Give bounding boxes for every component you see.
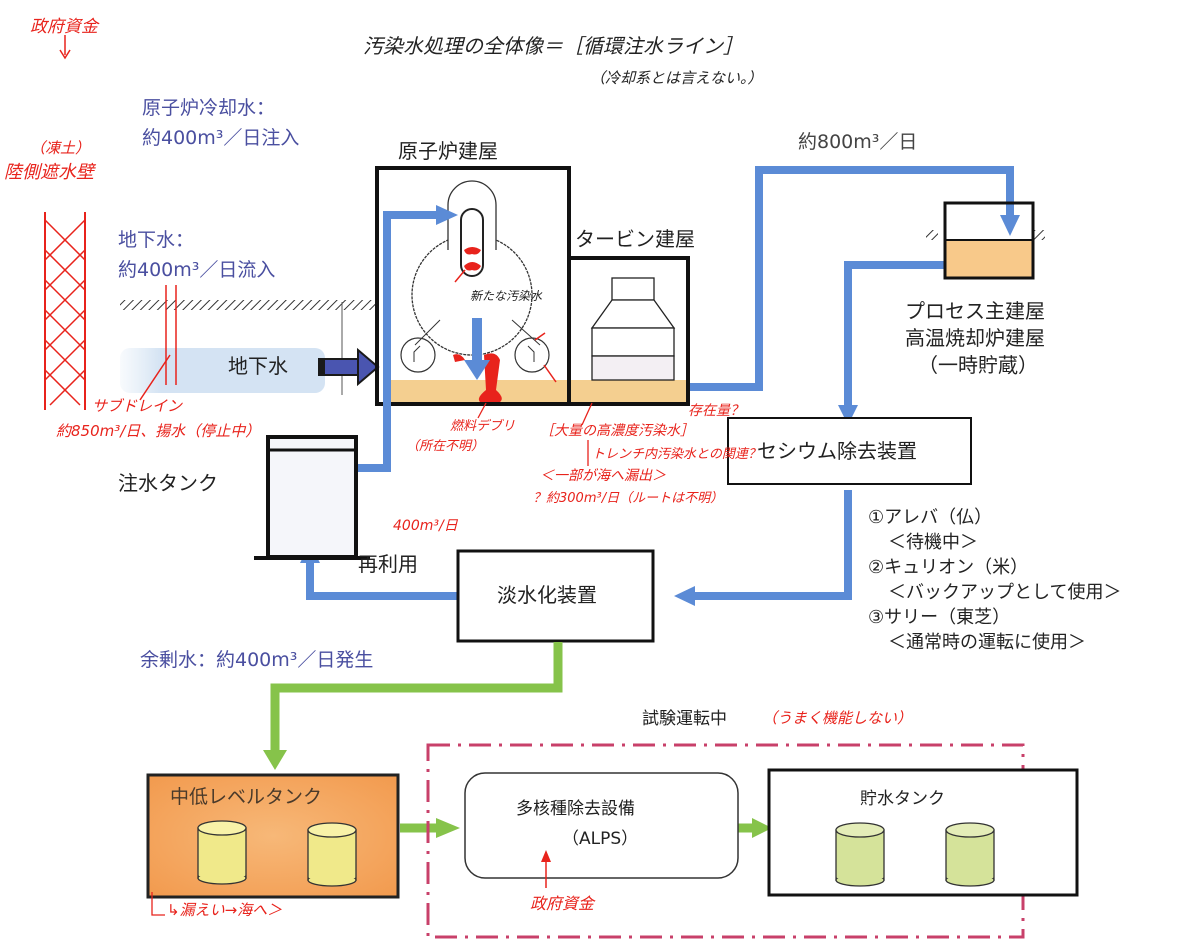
groundwater-label: 地下水： bbox=[118, 229, 195, 251]
alps-label: 多核種除去設備 bbox=[516, 799, 635, 819]
storage-tank-label: 貯水タンク bbox=[860, 789, 945, 809]
groundwater-rate: 約400m³／日流入 bbox=[118, 259, 276, 281]
cooling-water-label: 原子炉冷却水： bbox=[142, 97, 276, 119]
trench-relation-note: トレンチ内汚染水との関連？ bbox=[592, 447, 761, 462]
fuel-debris-label: 燃料デブリ bbox=[450, 419, 516, 434]
trial-operation-area bbox=[426, 743, 1025, 939]
groundwater-arrow bbox=[318, 347, 380, 387]
fuel-debris-note: （所在不明） bbox=[406, 439, 485, 454]
cesium-item-3-name: ③サリー（東芝） bbox=[868, 607, 1011, 628]
subdrain-pipe bbox=[139, 285, 177, 401]
cooling-water-rate: 約400m³／日注入 bbox=[142, 127, 300, 149]
temporary-storage-label: （一時貯蔵） bbox=[918, 353, 1038, 377]
land-side-wall-label: 陸側遮水壁 bbox=[4, 162, 94, 183]
mid-low-tank-box bbox=[146, 773, 400, 899]
cesium-item-1-name: ①アレバ（仏） bbox=[868, 507, 993, 528]
reactor-building-label: 原子炉建屋 bbox=[398, 139, 498, 163]
leak-note: ↳漏えい→海へ＞ bbox=[167, 901, 283, 919]
cesium-item-1-status: ＜待機中＞ bbox=[888, 532, 978, 553]
desal-box bbox=[456, 549, 655, 643]
groundwater-band bbox=[120, 348, 325, 393]
diagram-title: 汚染水処理の全体像＝［循環注水ライン］ bbox=[363, 34, 743, 58]
reactor-building bbox=[375, 166, 571, 406]
new-contaminated-water-note: 新たな汚染水 bbox=[470, 289, 543, 303]
existence-amount-note: 存在量？ bbox=[688, 403, 744, 419]
subdrain-label: サブドレイン bbox=[92, 397, 183, 415]
storage-tank-box bbox=[767, 768, 1079, 897]
process-building bbox=[926, 201, 1045, 280]
groundwater-flow-label: 地下水 bbox=[228, 354, 288, 378]
reuse-rate-note: 400m³/日 bbox=[393, 518, 458, 534]
gov-funds-note: 政府資金 bbox=[30, 17, 98, 37]
high-concentration-water-note: ［大量の高濃度汚染水］ bbox=[540, 423, 694, 439]
leak-to-sea-note: ＜一部が海へ漏出＞ bbox=[540, 468, 666, 484]
alps-gov-funds-note: 政府資金 bbox=[530, 894, 595, 913]
alps-abbreviation: （ALPS） bbox=[562, 829, 639, 849]
incinerator-building-label: 高温焼却炉建屋 bbox=[905, 326, 1045, 350]
process-flow-rate: 約800m³／日 bbox=[798, 131, 918, 153]
frozen-soil-note: （凍土） bbox=[30, 139, 91, 157]
turbine-building bbox=[567, 256, 690, 406]
trial-operation-note: （うまく機能しない） bbox=[762, 709, 913, 727]
leak-rate-note: ？約300m³/日（ルートは不明） bbox=[533, 491, 724, 506]
ground-hatch bbox=[120, 300, 375, 310]
trial-operation-label: 試験運転中 bbox=[642, 709, 727, 729]
turbine-building-label: タービン建屋 bbox=[575, 227, 695, 251]
cesium-item-2-name: ②キュリオン（米） bbox=[868, 557, 1029, 578]
desalination-label: 淡水化装置 bbox=[497, 583, 597, 607]
reuse-label: 再利用 bbox=[358, 552, 418, 576]
cylinder-tank-icon bbox=[197, 820, 247, 885]
arrow-head bbox=[436, 205, 458, 225]
alps-box bbox=[464, 772, 739, 879]
mid-low-tank-label: 中低レベルタンク bbox=[170, 786, 323, 808]
cesium-item-3-status: ＜通常時の運転に使用＞ bbox=[888, 632, 1086, 653]
process-main-building-label: プロセス主建屋 bbox=[905, 299, 1045, 323]
diagram-subtitle: （冷却系とは言えない。） bbox=[590, 69, 763, 87]
cesium-box bbox=[727, 417, 972, 485]
surplus-water-label: 余剰水：約400m³／日発生 bbox=[140, 649, 374, 671]
circulation-flow-blue bbox=[306, 166, 1014, 600]
cylinder-tank-icon bbox=[945, 822, 995, 887]
cylinder-tank-icon bbox=[307, 822, 357, 887]
cylinder-tank-icon bbox=[835, 822, 885, 887]
subdrain-note: 約850m³/日、揚水（停止中） bbox=[56, 422, 261, 440]
cesium-item-2-status: ＜バックアップとして使用＞ bbox=[888, 582, 1122, 603]
injection-tank-shape bbox=[254, 435, 370, 560]
land-side-wall bbox=[44, 35, 86, 410]
injection-tank-label: 注水タンク bbox=[118, 471, 218, 495]
cesium-removal-label: セシウム除去装置 bbox=[757, 439, 917, 463]
